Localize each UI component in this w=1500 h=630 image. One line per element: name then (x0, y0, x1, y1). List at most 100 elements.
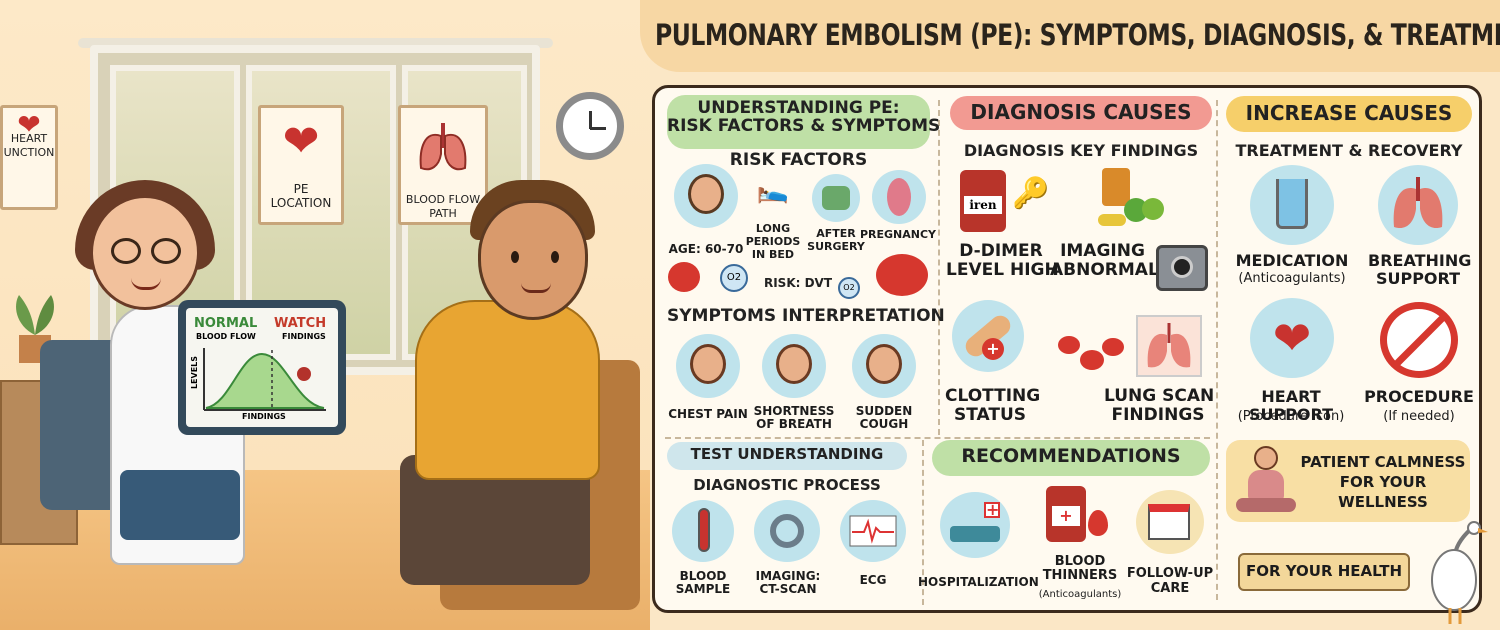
meditation-icon (1234, 444, 1300, 518)
page-title: PULMONARY EMBOLISM (PE): SYMPTOMS, DIAGN… (655, 18, 1500, 52)
chest-pain-icon (676, 334, 740, 398)
risk-dvt-label: RISK: DVT (763, 276, 833, 290)
ct-scan-icon (754, 500, 820, 562)
blood-cell-icon (668, 262, 700, 292)
poster-pe-location: ❤ PE LOCATION (258, 105, 344, 225)
lung-scan-icon (1136, 315, 1202, 377)
treatment-procedure: PROCEDURE (1364, 387, 1474, 406)
tablet-findings-axis: FINDINGS (242, 412, 286, 421)
pregnancy-icon (872, 170, 926, 224)
bottle-label: iren (964, 196, 1002, 214)
ecg-icon (840, 500, 906, 562)
cough-icon (852, 334, 916, 398)
rec-follow-up-care: FOLLOW-UP CARE (1126, 566, 1214, 596)
rec-hospitalization: HOSPITALIZATION (918, 575, 1039, 589)
key-icon: 🔑 (1012, 175, 1050, 211)
tablet-normal-label: NORMAL (194, 316, 258, 331)
symptom-chest-pain: CHEST PAIN (668, 407, 748, 421)
blood-clots-icon (1058, 330, 1128, 376)
symptoms-title: SYMPTOMS INTERPRETATION (667, 306, 945, 326)
curtain-rod (78, 38, 553, 48)
increase-header: INCREASE CAUSES (1226, 96, 1472, 132)
rec-blood-thinners: BLOOD THINNERS (1042, 554, 1118, 583)
treatment-heart-support: HEART SUPPORT (1248, 387, 1334, 424)
poster-blood-flow: BLOOD FLOW PATH (398, 105, 488, 225)
health-banner (1238, 553, 1410, 591)
tablet-levels-axis: LEVELS (190, 355, 200, 390)
finding-lung-scan: LUNG SCAN FINDINGS (1104, 386, 1215, 425)
tablet: NORMAL WATCH BLOOD FLOW FINDINGS LEVELS … (178, 300, 346, 435)
risk-surgery-label: AFTER SURGERY (807, 227, 865, 253)
divider (665, 437, 1210, 439)
blood-drop-icon (1088, 510, 1108, 536)
poster-blood-label: BLOOD FLOW PATH (405, 193, 481, 220)
heart-icon: ❤ (282, 116, 320, 167)
bandage-icon: + (952, 300, 1024, 372)
doctor-face (90, 195, 200, 310)
scanner-icon (1156, 245, 1208, 291)
risk-age-label: AGE: 60-70 (668, 242, 744, 256)
no-smoking-icon (1380, 302, 1458, 378)
shortness-breath-icon (762, 334, 826, 398)
divider (922, 440, 924, 605)
breathing-lungs-icon (1378, 165, 1458, 245)
patient-face (478, 200, 588, 320)
heart-icon: ❤ (17, 108, 41, 141)
tablet-blood-flow: BLOOD FLOW (196, 332, 256, 341)
blood-sample-icon (672, 500, 734, 562)
test-ct-scan: IMAGING: CT-SCAN (755, 569, 821, 596)
surgery-icon (812, 174, 860, 222)
heart-support-icon: ❤ (1250, 298, 1334, 378)
test-header: TEST UNDERSTANDING (667, 442, 907, 470)
diagnosis-key-findings-title: DIAGNOSIS KEY FINDINGS (963, 141, 1199, 160)
understanding-header: UNDERSTANDING PE: RISK FACTORS & SYMPTOM… (667, 95, 940, 149)
symptom-sudden-cough: SUDDEN COUGH (855, 404, 913, 431)
poster-pe-label: PE LOCATION (270, 182, 332, 210)
bed-icon: 🛌 (756, 175, 790, 205)
consultation-scene: ❤ HEART UNCTION ❤ PE LOCATION BLOOD FLOW… (0, 0, 650, 630)
oxygen-icon: O2 (838, 277, 860, 299)
diagnosis-header: DIAGNOSIS CAUSES (950, 96, 1212, 130)
calendar-icon (1136, 490, 1204, 554)
medicine-bottle-icon: iren (960, 170, 1006, 232)
stork-icon (1410, 520, 1490, 625)
test-ecg: ECG (859, 573, 887, 587)
risk-pregnancy-label: PREGNANCY (859, 228, 937, 241)
age-icon (674, 164, 738, 228)
risk-factors-title: RISK FACTORS (729, 150, 868, 170)
finding-clotting-status: CLOTTING STATUS (945, 386, 1041, 425)
test-blood-sample: BLOOD SAMPLE (675, 569, 731, 596)
poster-heart-label: HEART UNCTION (3, 132, 55, 159)
diagnostic-process-title: DIAGNOSTIC PROCESS (693, 476, 881, 494)
finding-d-dimer: D-DIMER LEVEL HIGH (946, 241, 1059, 280)
treatment-medication: MEDICATION (1235, 251, 1349, 270)
health-banner-text: FOR YOUR HEALTH (1245, 562, 1403, 580)
risk-bed-label: LONG PERIODS IN BED (745, 222, 801, 261)
blood-cell-icon (876, 254, 928, 296)
treatment-procedure-sub: (If needed) (1383, 409, 1455, 424)
tablet-watch-label: WATCH (274, 316, 327, 331)
treatment-breathing-support: BREATHING SUPPORT (1368, 251, 1472, 288)
recommendations-header: RECOMMENDATIONS (932, 440, 1210, 476)
doctor-skirt (120, 470, 240, 540)
patient-sweater (415, 300, 600, 480)
divider (1216, 100, 1218, 600)
divider (938, 100, 940, 435)
treatment-medication-sub: (Anticoagulants) (1238, 271, 1346, 286)
symptom-shortness-breath: SHORTNESS OF BREATH (753, 404, 835, 431)
tablet-findings-top: FINDINGS (282, 332, 326, 341)
hospital-bed-icon: + (940, 492, 1010, 558)
water-glass-icon (1250, 165, 1334, 245)
rec-blood-thinners-sub: (Anticoagulants) (1038, 589, 1122, 600)
title-bar (640, 0, 1500, 72)
pills-fruit-icon (1094, 168, 1164, 234)
poster-heart-function: ❤ HEART UNCTION (0, 105, 58, 210)
wall-clock (556, 92, 624, 160)
finding-imaging-abnormal: IMAGING ABNORMAL (1050, 241, 1159, 280)
lungs-icon (419, 123, 467, 171)
treatment-heart-support-sub: (Procedure icon) (1237, 409, 1345, 424)
blood-thinner-bottle-icon: + (1046, 486, 1086, 542)
treatment-recovery-title: TREATMENT & RECOVERY (1235, 141, 1463, 160)
oxygen-icon: O2 (720, 264, 748, 292)
bell-curve-graphic (203, 348, 326, 411)
